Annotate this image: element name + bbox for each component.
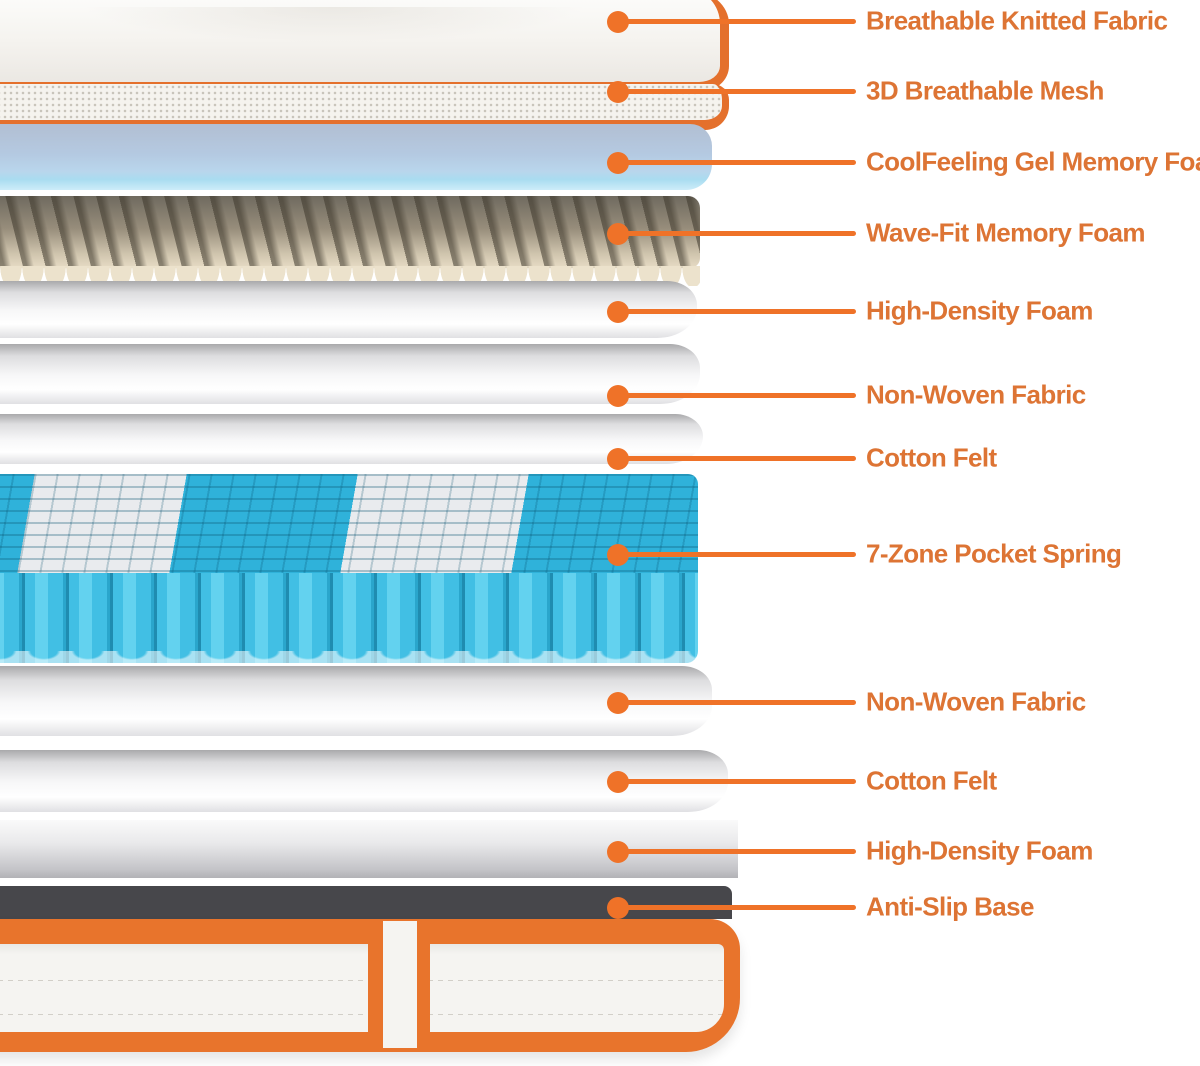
callout-dot-icon (607, 81, 629, 103)
layer-cotton-felt-lower (0, 750, 728, 812)
pocket-spring-front-face (0, 573, 698, 663)
layer-label: Non-Woven Fabric (866, 686, 1086, 717)
layer-high-density-foam-upper (0, 281, 697, 338)
callout-line (619, 89, 856, 94)
layer-label: High-Density Foam (866, 835, 1093, 866)
layer-label: 7-Zone Pocket Spring (866, 538, 1122, 569)
callout-dot-icon (607, 771, 629, 793)
callout-dot-icon (607, 152, 629, 174)
layer-label: Wave-Fit Memory Foam (866, 217, 1145, 248)
layer-non-woven-fabric-lower (0, 666, 712, 736)
callout-line (619, 393, 856, 398)
layer-label: Cotton Felt (866, 442, 997, 473)
callout-dot-icon (607, 544, 629, 566)
layer-label: Cotton Felt (866, 765, 997, 796)
layer-pocket-spring (0, 474, 698, 663)
callout-dot-icon (607, 301, 629, 323)
callout-dot-icon (607, 11, 629, 33)
callout-line (619, 456, 856, 461)
layer-gel-memory-foam (0, 124, 712, 190)
callout-line (619, 309, 856, 314)
layer-wave-fit-memory-foam (0, 196, 700, 286)
callout-line (619, 552, 856, 557)
callout-dot-icon (607, 385, 629, 407)
callout-line (619, 779, 856, 784)
layer-label: 3D Breathable Mesh (866, 75, 1104, 106)
layer-label: High-Density Foam (866, 295, 1093, 326)
callout-dot-icon (607, 448, 629, 470)
pocket-spring-top-surface (0, 474, 698, 573)
mattress-base (0, 919, 740, 1052)
layer-label: CoolFeeling Gel Memory Foam (866, 146, 1200, 177)
callout-dot-icon (607, 897, 629, 919)
callout-line (619, 160, 856, 165)
layer-label: Anti-Slip Base (866, 891, 1034, 922)
layer-cotton-felt-upper (0, 414, 703, 464)
callout-line (619, 231, 856, 236)
callout-line (619, 700, 856, 705)
layer-breathable-knitted-fabric (0, 0, 729, 92)
base-quilted-panel (0, 944, 724, 1032)
callout-dot-icon (607, 692, 629, 714)
callout-line (619, 849, 856, 854)
layer-non-woven-fabric-upper (0, 344, 700, 404)
layer-label: Non-Woven Fabric (866, 379, 1086, 410)
callout-dot-icon (607, 223, 629, 245)
callout-dot-icon (607, 841, 629, 863)
layer-label: Breathable Knitted Fabric (866, 5, 1168, 36)
pocket-spring-zones (0, 474, 698, 573)
callout-line (619, 905, 856, 910)
base-handle-strap (368, 921, 430, 1048)
callout-line (619, 19, 856, 24)
